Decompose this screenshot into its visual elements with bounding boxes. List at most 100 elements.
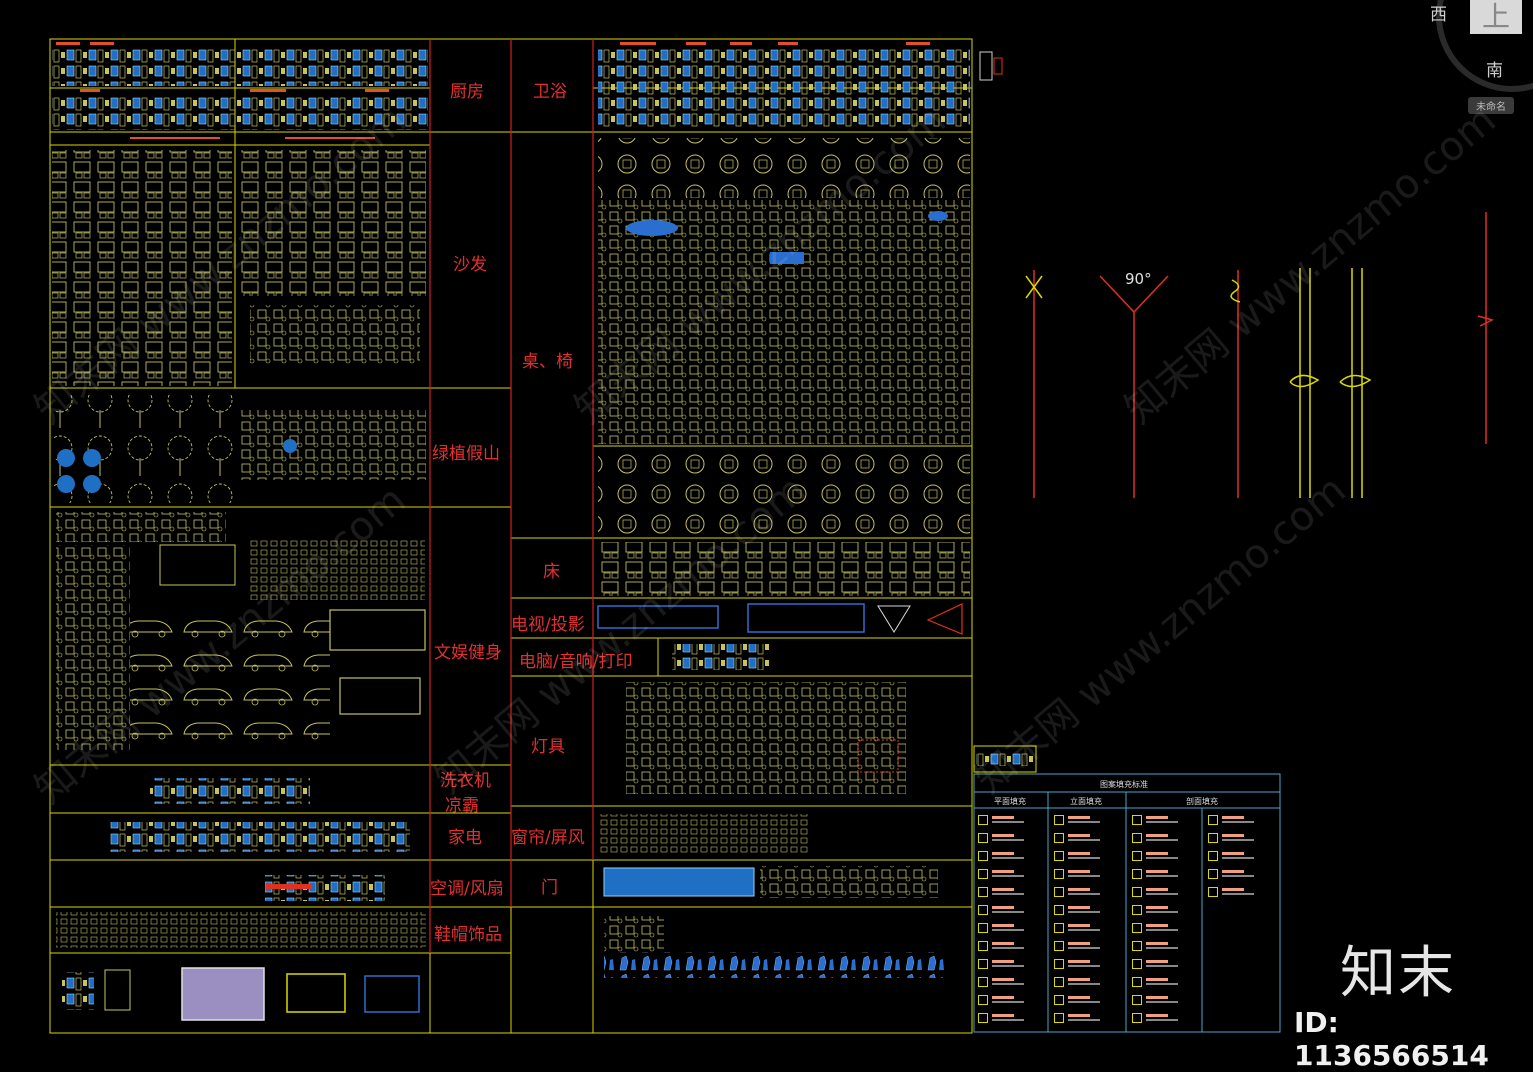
legend-swatch-label [1146,942,1168,945]
legend-swatch-sub [1146,965,1178,967]
legend-swatch-label [992,888,1014,891]
curtain-blocks[interactable] [600,814,810,854]
category-lamps[interactable]: 灯具 [531,737,565,757]
legend-swatch-label [1068,924,1090,927]
legend-swatch-label [1068,816,1090,819]
category-heater[interactable]: 凉霸 [445,796,479,816]
plants-blocks[interactable] [54,395,426,503]
category-bed[interactable]: 床 [543,562,560,582]
break-line-symbols[interactable] [1025,212,1495,498]
legend-swatch-label [992,996,1014,999]
legend-swatch [978,833,988,843]
hatch-legend-table[interactable] [973,773,1281,1033]
legend-swatch-label [1146,852,1168,855]
legend-col-elevation: 立面填充 [1070,797,1102,806]
legend-swatch-label [1146,978,1168,981]
category-leisure[interactable]: 文娱健身 [434,643,502,663]
legend-swatch-label [1222,852,1244,855]
legend-swatch [1054,941,1064,951]
legend-swatch-label [1222,816,1244,819]
washer-blocks[interactable] [150,778,310,804]
category-sofa[interactable]: 沙发 [453,255,487,275]
legend-swatch [1054,959,1064,969]
legend-swatch [978,959,988,969]
sofa-blocks[interactable] [52,150,426,386]
legend-swatch-label [1146,888,1168,891]
viewcube-south-label[interactable]: 南 [1486,61,1503,81]
category-washer[interactable]: 洗衣机 [440,771,491,791]
legend-swatch [1208,815,1218,825]
viewcube-west-label[interactable]: 西 [1430,5,1447,25]
legend-swatch-sub [1068,965,1100,967]
computer-blocks[interactable] [672,644,770,670]
legend-swatch [1132,995,1142,1005]
bath-blocks[interactable] [598,42,970,128]
lamp-blocks[interactable] [626,682,906,794]
legend-swatch [1132,851,1142,861]
category-plants[interactable]: 绿植假山 [432,444,500,464]
legend-swatch-label [992,816,1014,819]
figure-blocks[interactable] [604,916,944,978]
legend-swatch-label [992,942,1014,945]
legend-swatch [1054,995,1064,1005]
legend-swatch [1208,869,1218,879]
image-id: ID: 1136566514 [1294,1006,1489,1072]
tv-blocks[interactable] [597,603,963,635]
legend-swatch-label [992,870,1014,873]
category-bath[interactable]: 卫浴 [533,82,567,102]
legend-swatch [978,887,988,897]
table-chair-blocks[interactable] [598,138,970,534]
ucs-name-badge[interactable]: 未命名 [1468,97,1514,114]
legend-swatch-label [1068,852,1090,855]
ac-blocks[interactable] [265,875,385,901]
door-blocks[interactable] [603,866,938,898]
label-column-borders [429,39,594,953]
legend-swatch [978,815,988,825]
legend-swatch-sub [992,947,1024,949]
legend-swatch [1132,869,1142,879]
legend-swatch-sub [992,1001,1024,1003]
legend-swatch-label [1068,978,1090,981]
legend-swatch-label [1146,816,1168,819]
category-kitchen[interactable]: 厨房 [450,82,484,102]
category-ac[interactable]: 空调/风扇 [430,879,504,899]
legend-swatch-sub [1068,1001,1100,1003]
legend-swatch-label [1068,870,1090,873]
viewcube-top-face[interactable]: 上 [1470,0,1522,34]
legend-swatch-sub [1068,1019,1100,1021]
legend-swatch-label [1146,960,1168,963]
legend-swatch-sub [1146,839,1178,841]
legend-swatch-label [1222,870,1244,873]
legend-col-section: 剖面填充 [1186,797,1218,806]
legend-title: 图案填充标准 [1100,780,1148,789]
legend-swatch-sub [1068,983,1100,985]
legend-swatch-label [1146,924,1168,927]
legend-swatch-sub [1146,821,1178,823]
misc-bottom-blocks[interactable] [62,967,420,1021]
category-table-chair[interactable]: 桌、椅 [522,352,573,372]
kitchen-blocks[interactable] [52,42,428,139]
category-computer[interactable]: 电脑/音响/打印 [519,652,633,672]
category-tv[interactable]: 电视/投影 [511,615,585,635]
legend-swatch-sub [1222,893,1254,895]
legend-swatch [978,905,988,915]
category-curtain[interactable]: 窗帘/屏风 [511,828,585,848]
legend-swatch-sub [1146,893,1178,895]
category-door[interactable]: 门 [541,878,558,898]
appliance-blocks[interactable] [110,822,410,852]
legend-col-plan: 平面填充 [994,797,1026,806]
legend-swatch-label [1068,834,1090,837]
legend-swatch-label [1222,888,1244,891]
category-appliance[interactable]: 家电 [448,828,482,848]
bed-blocks[interactable] [598,542,970,596]
legend-swatch [1132,977,1142,987]
legend-swatch-sub [992,929,1024,931]
legend-swatch-sub [992,875,1024,877]
leisure-blocks[interactable] [56,512,426,755]
title-block[interactable] [973,51,1037,773]
shoes-blocks[interactable] [56,912,426,948]
category-shoes[interactable]: 鞋帽饰品 [434,925,502,945]
legend-swatch-sub [1146,875,1178,877]
legend-swatch [978,923,988,933]
